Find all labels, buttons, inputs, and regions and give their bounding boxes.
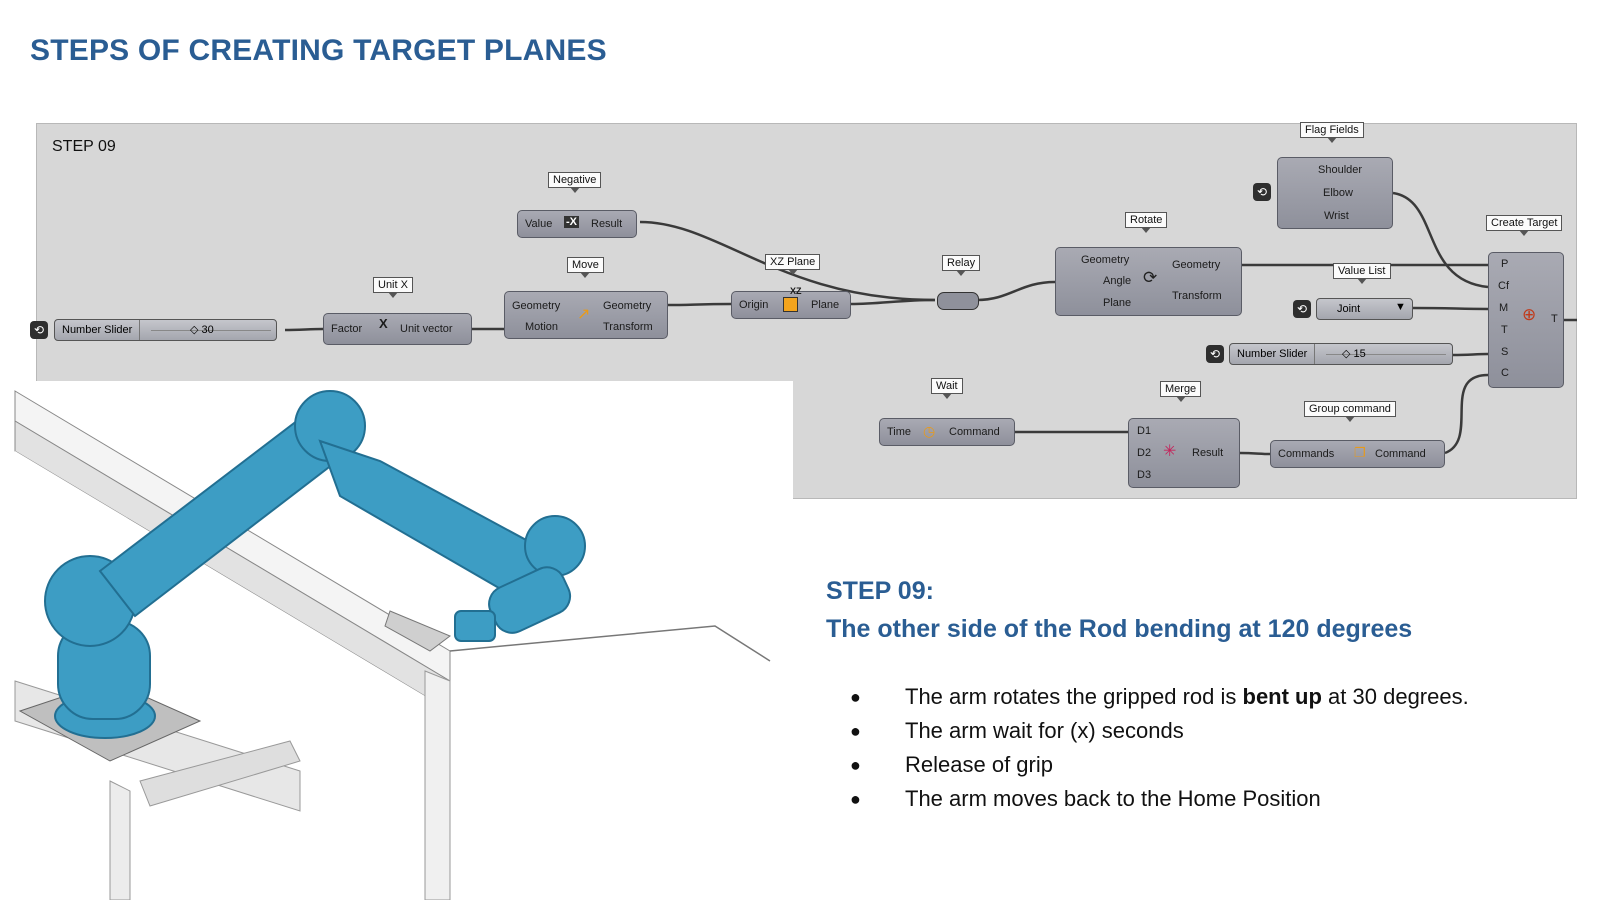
move-in-motion: Motion <box>525 321 559 333</box>
move-in-geometry: Geometry <box>512 300 561 312</box>
tag-move: Move <box>567 257 604 278</box>
rotate-in-angle: Angle <box>1103 275 1132 287</box>
negative-out: Result <box>591 218 623 230</box>
slider-value: ◇ 30 <box>190 324 214 336</box>
ct-in-cf: Cf <box>1498 280 1509 292</box>
merge-in-d2: D2 <box>1137 447 1152 459</box>
bullet-item: The arm moves back to the Home Position <box>850 782 1469 816</box>
merge-component[interactable]: D1 D2 D3 ✳ Result <box>1128 418 1240 488</box>
flag-fields-toggle-icon[interactable]: ⟲ <box>1253 183 1271 201</box>
flag-wrist[interactable]: Wrist <box>1324 210 1349 222</box>
move-component[interactable]: Geometry Motion ↗ Geometry Transform <box>504 291 668 339</box>
number-slider-label: Number Slider <box>55 320 141 340</box>
wait-in: Time <box>887 426 912 438</box>
tag-wait: Wait <box>931 378 963 399</box>
value-list-toggle-icon[interactable]: ⟲ <box>1293 300 1311 318</box>
group-command-out: Command <box>1375 448 1426 460</box>
slider2-toggle-icon[interactable]: ⟲ <box>1206 345 1224 363</box>
tag-xz-plane: XZ Plane <box>765 254 821 275</box>
flag-fields-component[interactable]: Shoulder Elbow Wrist <box>1277 157 1393 229</box>
move-out-geometry: Geometry <box>603 300 652 312</box>
negative-in: Value <box>525 218 553 230</box>
merge-in-d3: D3 <box>1137 469 1152 481</box>
slider-2-track[interactable] <box>1326 354 1446 355</box>
unit-x-icon: X <box>379 316 388 331</box>
step-heading-block: STEP 09: The other side of the Rod bendi… <box>826 572 1412 648</box>
move-out-transform: Transform <box>603 321 653 333</box>
value-list-label: Joint <box>1337 303 1361 315</box>
ct-in-s: S <box>1501 346 1509 358</box>
flag-elbow[interactable]: Elbow <box>1323 187 1353 199</box>
rotate-out-transform: Transform <box>1172 290 1222 302</box>
unit-x-out: Unit vector <box>400 323 453 335</box>
number-slider-30[interactable]: Number Slider ◇ 30 <box>54 319 277 341</box>
xz-label: XZ <box>790 286 802 296</box>
merge-out: Result <box>1192 447 1224 459</box>
step-label: STEP 09 <box>52 138 116 155</box>
slider-track[interactable] <box>151 330 271 331</box>
clock-icon: ◷ <box>923 423 936 439</box>
step-heading: STEP 09: <box>826 577 934 605</box>
group-command-component[interactable]: Commands ❐ Command <box>1270 440 1445 468</box>
unit-x-in: Factor <box>331 323 363 335</box>
ct-in-c: C <box>1501 367 1509 379</box>
tag-create-target: Create Target <box>1486 215 1563 236</box>
tag-unit-x: Unit X <box>373 277 413 298</box>
group-command-in: Commands <box>1278 448 1335 460</box>
create-target-component[interactable]: P Cf M T S C ⊕ T <box>1488 252 1564 388</box>
flag-shoulder[interactable]: Shoulder <box>1318 164 1363 176</box>
number-slider-2-label: Number Slider <box>1230 344 1316 364</box>
ct-in-t: T <box>1501 324 1508 336</box>
step-subheading: The other side of the Rod bending at 120… <box>826 615 1413 643</box>
number-slider-15[interactable]: Number Slider ◇ 15 <box>1229 343 1453 365</box>
robot-arm-image <box>14 390 771 901</box>
ct-in-m: M <box>1499 302 1509 314</box>
xz-plane-icon <box>783 297 798 312</box>
rotate-out-geometry: Geometry <box>1172 259 1221 271</box>
tag-rotate: Rotate <box>1125 212 1168 233</box>
wait-component[interactable]: Time ◷ Command <box>879 418 1015 446</box>
xz-plane-component[interactable]: Origin XZ Plane <box>731 286 851 319</box>
bullet-item: The arm wait for (x) seconds <box>850 714 1469 748</box>
rotate-component[interactable]: Geometry Angle Plane ⟳ Geometry Transfor… <box>1055 247 1242 316</box>
step-bullets: The arm rotates the gripped rod is bent … <box>850 680 1469 816</box>
tag-negative: Negative <box>548 172 602 193</box>
target-icon: ⊕ <box>1522 305 1537 324</box>
chevron-down-icon[interactable]: ▼ <box>1395 301 1406 313</box>
merge-icon: ✳ <box>1163 443 1177 460</box>
ct-in-p: P <box>1501 258 1509 270</box>
unit-x-component[interactable]: Factor X Unit vector <box>323 313 472 345</box>
page-title: STEPS OF CREATING TARGET PLANES <box>30 34 607 67</box>
value-list-joint[interactable]: Joint ▼ <box>1316 298 1413 320</box>
ct-out-t: T <box>1551 313 1558 325</box>
move-arrow-icon: ↗ <box>577 306 591 323</box>
slider-2-value: ◇ 15 <box>1342 348 1366 360</box>
bullet-item: The arm rotates the gripped rod is bent … <box>850 680 1469 714</box>
merge-in-d1: D1 <box>1137 425 1152 437</box>
negative-icon: -X <box>564 216 579 228</box>
xz-plane-in: Origin <box>739 299 769 311</box>
tag-relay: Relay <box>942 255 981 276</box>
tag-value-list: Value List <box>1333 263 1391 284</box>
negative-component[interactable]: Value -X Result <box>517 210 637 238</box>
bullet-item: Release of grip <box>850 748 1469 782</box>
slider-toggle-icon[interactable]: ⟲ <box>30 321 48 339</box>
tag-group-command: Group command <box>1304 401 1396 422</box>
tag-flag-fields: Flag Fields <box>1300 122 1364 143</box>
robot-arm-illustration <box>0 381 793 901</box>
xz-plane-out: Plane <box>811 299 840 311</box>
relay-node[interactable] <box>937 292 979 310</box>
rotate-icon: ⟳ <box>1143 268 1158 287</box>
tag-merge: Merge <box>1160 381 1202 402</box>
rotate-in-plane: Plane <box>1103 297 1132 309</box>
group-icon: ❐ <box>1354 445 1366 460</box>
rotate-in-geometry: Geometry <box>1081 254 1130 266</box>
wait-out: Command <box>949 426 1000 438</box>
